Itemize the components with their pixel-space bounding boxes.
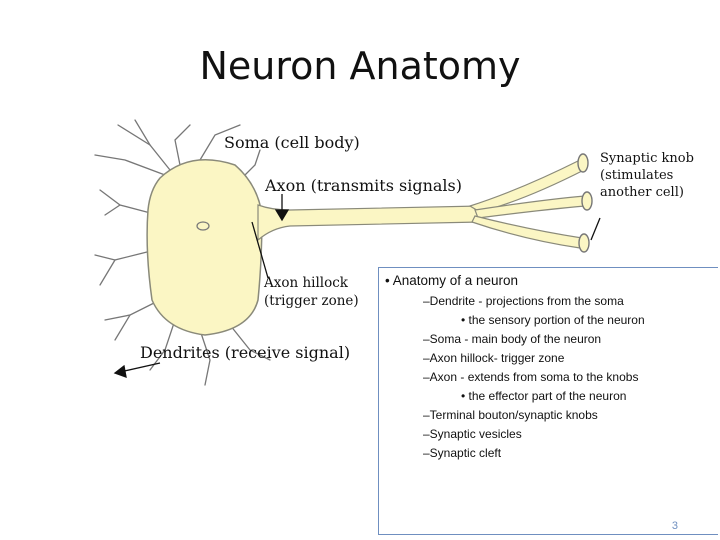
list-item: –Terminal bouton/synaptic knobs [423,408,598,422]
nucleus [196,221,210,231]
synaptic-knob-label-line3: another cell) [600,185,684,200]
axon-terminals [468,159,586,249]
list-item: –Soma - main body of the neuron [423,332,602,346]
notes-box: • Anatomy of a neuron –Dendrite - projec… [378,267,718,535]
list-item: –Synaptic vesicles [423,427,522,441]
synaptic-knob-label-line1: Synaptic knob [600,151,694,166]
list-item: –Synaptic cleft [423,446,502,460]
pointer-lines [113,194,601,378]
synaptic-knob-label: Synaptic knob (stimulates another cell) [600,150,694,201]
axon-hillock-label-line1: Axon hillock [264,275,348,291]
list-item: • the sensory portion of the neuron [461,313,645,327]
list-item: –Axon - extends from soma to the knobs [423,370,639,384]
axon [257,204,481,242]
list-item: –Dendrite - projections from the soma [423,294,624,308]
page-title: Neuron Anatomy [199,44,521,88]
axon-hillock-label: Axon hillock (trigger zone) [264,274,359,310]
dendrite-lines [94,119,271,386]
list-item: –Axon hillock- trigger zone [423,351,565,365]
synaptic-knob-label-line2: (stimulates [600,168,674,183]
axon-hillock-label-line2: (trigger zone) [264,293,359,309]
synaptic-knobs [577,153,593,253]
soma-body [146,159,263,336]
list-item: • the effector part of the neuron [461,389,627,403]
notes-list: –Dendrite - projections from the soma • … [379,292,718,463]
soma-label: Soma (cell body) [224,133,360,152]
notes-heading: • Anatomy of a neuron [385,273,519,288]
dendrites-label: Dendrites (receive signal) [140,343,351,362]
page-number: 3 [671,520,678,532]
axon-label: Axon (transmits signals) [265,176,462,195]
